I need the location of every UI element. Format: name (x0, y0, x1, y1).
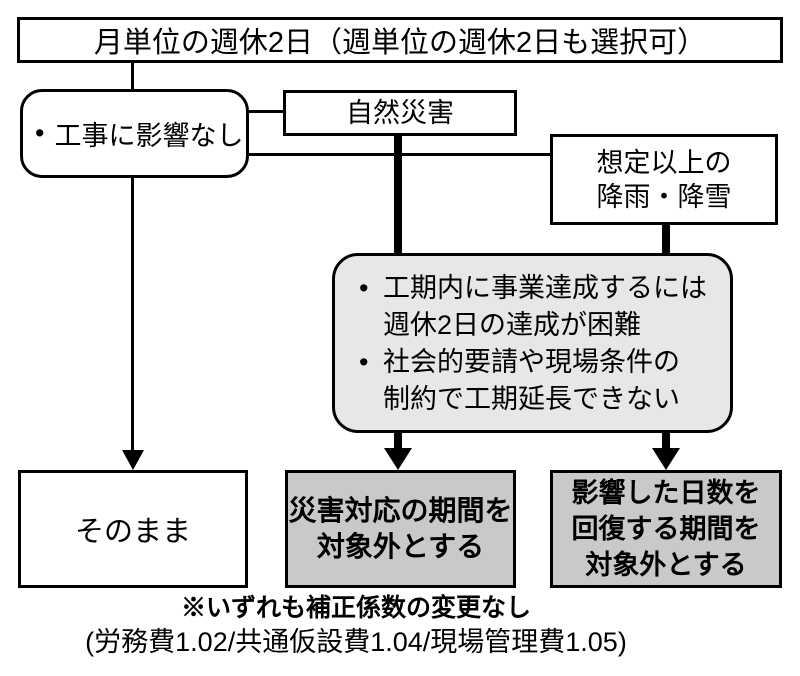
connector-disaster-to-condition (394, 135, 402, 253)
footnote: ※いずれも補正係数の変更なし (労務費1.02/共通仮設費1.04/現場管理費1… (0, 592, 712, 660)
connector-condition-to-recover-outcome (662, 433, 670, 450)
bullet-icon: • (359, 273, 369, 303)
no-impact-label: 工事に影響なし (54, 121, 244, 151)
arrowhead-to-asis (122, 450, 144, 470)
bullet-icon: • (359, 347, 369, 377)
condition-item1-line2: 週休2日の達成が困難 (383, 310, 642, 340)
natural-disaster-box: 自然災害 (283, 90, 517, 136)
connector-header-to-no-impact (131, 63, 134, 89)
no-impact-box: • 工事に影響なし (20, 89, 249, 178)
arrowhead-to-disaster-outcome (384, 448, 412, 470)
outcome-disaster-line2: 対象外とする (316, 531, 485, 562)
condition-item2-line1: 社会的要請や現場条件の (383, 347, 680, 377)
natural-disaster-label: 自然災害 (346, 98, 454, 128)
connector-condition-to-disaster-outcome (394, 433, 402, 450)
connector-no-impact-to-disaster (248, 110, 284, 113)
footnote-line2: (労務費1.02/共通仮設費1.04/現場管理費1.05) (85, 627, 627, 657)
bullet-icon: • (35, 118, 45, 148)
header-title: 月単位の週休2日（週単位の週休2日も選択可） (93, 27, 707, 59)
excess-rain-line1: 想定以上の (596, 147, 732, 178)
excess-rain-line2: 降雨・降雪 (596, 181, 732, 212)
connector-rain-to-condition (662, 224, 670, 253)
excess-rain-box: 想定以上の 降雨・降雪 (550, 134, 778, 225)
outcome-recover-line2: 回復する期間を (571, 514, 761, 544)
condition-item2-line2: 制約で工期延長できない (383, 384, 680, 414)
footnote-line1: ※いずれも補正係数の変更なし (180, 594, 531, 622)
condition-box: • 工期内に事業達成するには 週休2日の達成が困難 • 社会的要請や現場条件の … (332, 253, 733, 433)
outcome-disaster-period-box: 災害対応の期間を 対象外とする (285, 470, 516, 588)
outcome-recover-days-box: 影響した日数を 回復する期間を 対象外とする (550, 470, 782, 588)
outcome-asis-box: そのまま (18, 470, 248, 588)
outcome-disaster-line1: 災害対応の期間を (288, 495, 513, 526)
header-box: 月単位の週休2日（週単位の週休2日も選択可） (17, 17, 783, 63)
arrowhead-to-recover-outcome (652, 448, 680, 470)
outcome-recover-line3: 対象外とする (585, 550, 747, 580)
condition-item1-line1: 工期内に事業達成するには (383, 273, 707, 303)
connector-no-impact-to-asis (131, 178, 134, 452)
outcome-asis-label: そのまま (74, 516, 191, 548)
outcome-recover-line1: 影響した日数を (571, 478, 761, 508)
